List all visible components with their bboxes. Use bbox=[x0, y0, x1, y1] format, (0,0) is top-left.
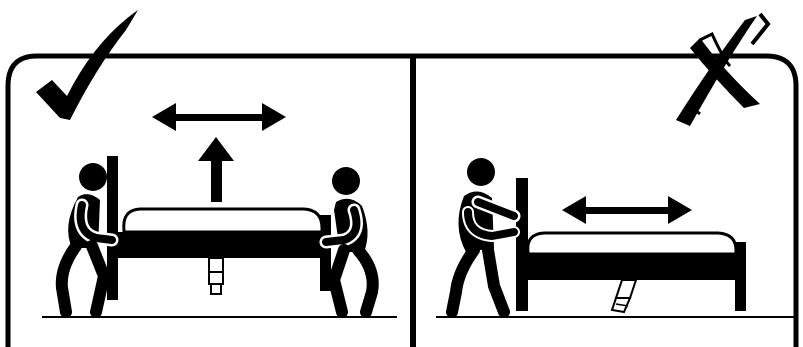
bed-support-leg-straight bbox=[209, 258, 223, 294]
bed-on-floor bbox=[516, 178, 746, 312]
checkmark-icon bbox=[36, 10, 138, 120]
person-left-lifting bbox=[62, 163, 112, 312]
bed-frame bbox=[118, 232, 324, 258]
horizontal-double-arrow-icon bbox=[152, 103, 286, 131]
bed-support-leg-bent bbox=[612, 280, 636, 312]
bed-headboard bbox=[516, 178, 528, 311]
person-pushing bbox=[452, 158, 514, 312]
bed-mattress bbox=[124, 209, 322, 232]
outer-frame bbox=[8, 56, 796, 347]
panel-frame bbox=[8, 56, 796, 347]
bed-mattress bbox=[528, 233, 736, 254]
panel-incorrect bbox=[436, 14, 795, 317]
person-right-lifting bbox=[326, 167, 373, 312]
cross-icon bbox=[676, 14, 768, 126]
horizontal-double-arrow-icon bbox=[562, 196, 692, 224]
bed-frame bbox=[528, 254, 736, 280]
up-arrow-icon bbox=[198, 137, 234, 202]
